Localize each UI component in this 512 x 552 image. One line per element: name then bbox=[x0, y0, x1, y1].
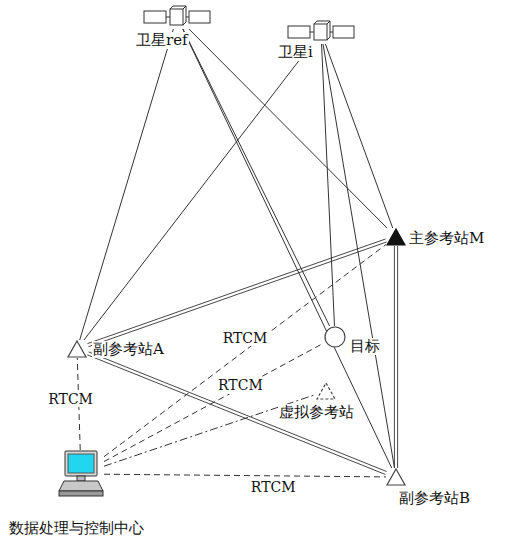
satellite-body bbox=[327, 21, 330, 24]
connector bbox=[87, 352, 386, 475]
connector-line bbox=[89, 242, 387, 347]
connector-line bbox=[394, 246, 395, 468]
node-label: 卫星i bbox=[277, 44, 314, 61]
monitor-stand bbox=[77, 476, 85, 481]
node-label: 主参考站M bbox=[408, 230, 485, 247]
target-circle: 目标 bbox=[324, 326, 346, 348]
computer-icon: 数据处理与控制中心 bbox=[58, 450, 104, 498]
connector-line bbox=[325, 44, 392, 228]
solar-panel bbox=[144, 11, 166, 23]
connector-line bbox=[322, 44, 335, 326]
target-circle bbox=[325, 327, 345, 347]
connector bbox=[322, 44, 335, 326]
node-label: 副参考站B bbox=[398, 490, 471, 507]
connector bbox=[394, 246, 397, 468]
edge-label: RTCM bbox=[216, 378, 265, 393]
monitor-screen bbox=[68, 454, 94, 473]
computer-base bbox=[59, 481, 103, 491]
connector-line bbox=[87, 355, 385, 475]
connector-line bbox=[189, 29, 387, 228]
connector-line bbox=[80, 29, 174, 340]
node-outline bbox=[66, 340, 88, 358]
master-station: 主参考站M bbox=[386, 228, 406, 246]
node-outline bbox=[316, 382, 336, 400]
computer-base bbox=[59, 491, 103, 496]
edge-label: RTCM bbox=[46, 392, 95, 407]
connector bbox=[80, 29, 174, 340]
node-label: 副参考站A bbox=[92, 341, 165, 358]
connector bbox=[84, 44, 312, 340]
connector bbox=[104, 343, 324, 462]
station-triangle bbox=[387, 469, 405, 485]
satellite-body bbox=[314, 21, 330, 40]
station-triangle bbox=[387, 229, 405, 245]
satellite-body bbox=[183, 6, 186, 9]
edge-label: RTCM bbox=[221, 331, 270, 346]
station-triangle bbox=[68, 341, 86, 357]
panel-arm bbox=[166, 17, 170, 18]
connector-line bbox=[183, 29, 330, 326]
node-label: 虚拟参考站 bbox=[278, 404, 355, 421]
node-outline bbox=[143, 5, 211, 29]
node-outline bbox=[324, 326, 346, 348]
node-outline bbox=[386, 468, 406, 486]
virtual-station: 虚拟参考站 bbox=[316, 382, 336, 400]
monitor bbox=[65, 451, 97, 476]
connector-line bbox=[397, 246, 398, 468]
solar-panel bbox=[288, 26, 310, 38]
satellite-body bbox=[314, 24, 327, 40]
panel-arm bbox=[310, 32, 314, 33]
aux-station: 副参考站B bbox=[386, 468, 406, 486]
connector bbox=[183, 29, 330, 326]
node-outline bbox=[386, 228, 406, 246]
connector-line bbox=[89, 352, 387, 472]
connector-line bbox=[84, 44, 312, 340]
aux-station: 副参考站A bbox=[66, 340, 88, 358]
satellite-icon: 卫星ref bbox=[143, 5, 211, 29]
connector bbox=[325, 44, 392, 228]
connector-line bbox=[87, 239, 385, 344]
satellite-icon: 卫星i bbox=[287, 20, 355, 44]
connector bbox=[87, 239, 386, 347]
solar-panel bbox=[189, 11, 210, 23]
node-label: 卫星ref bbox=[135, 32, 189, 49]
connector-line bbox=[104, 474, 386, 477]
satellite-body bbox=[170, 9, 183, 25]
connector-line bbox=[104, 343, 324, 462]
solar-panel bbox=[333, 26, 354, 38]
satellite-body bbox=[170, 6, 186, 25]
edge-label: RTCM bbox=[249, 480, 298, 495]
node-outline bbox=[58, 450, 104, 498]
connector bbox=[189, 29, 387, 228]
node-outline bbox=[287, 20, 355, 44]
node-label: 目标 bbox=[349, 338, 381, 355]
station-triangle bbox=[317, 383, 335, 399]
connector bbox=[104, 474, 386, 477]
node-label: 数据处理与控制中心 bbox=[8, 520, 145, 537]
